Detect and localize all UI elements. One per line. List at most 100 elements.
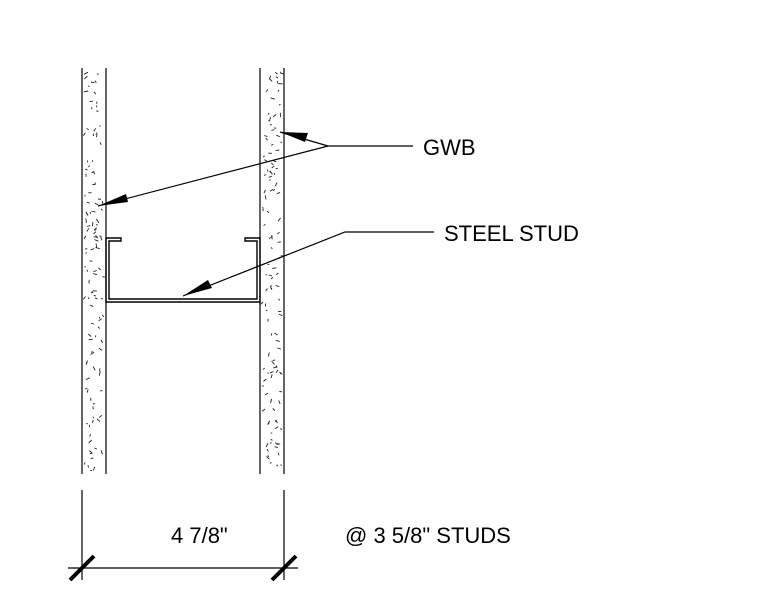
gwb-stipple-mark xyxy=(86,228,90,232)
steel-stud-arrow xyxy=(183,280,212,296)
gwb-stipple-mark xyxy=(272,188,276,192)
gwb-stipple-mark xyxy=(98,371,101,376)
gwb-stipple-mark xyxy=(90,81,95,84)
gwb-stipple-mark xyxy=(93,128,97,132)
gwb-stipple-mark xyxy=(101,200,104,204)
gwb-stipple-mark xyxy=(264,159,268,162)
gwb-stipple-mark xyxy=(91,160,94,162)
gwb-stipple-mark xyxy=(88,439,93,444)
gwb-stipple-mark xyxy=(271,162,274,166)
gwb-stipple-mark xyxy=(277,217,281,222)
gwb-stipple-mark xyxy=(94,202,99,206)
gwb-stipple-mark xyxy=(263,189,266,194)
steel-stud-profile xyxy=(105,237,261,303)
gwb-stipple-mark xyxy=(270,276,274,280)
gwb-stipple-mark xyxy=(271,165,275,169)
gwb-stipple-mark xyxy=(86,201,90,204)
gwb-stipple-mark xyxy=(86,128,89,131)
gwb-arrow-right xyxy=(280,132,308,142)
gwb-stipple-mark xyxy=(87,297,90,300)
gwb-stipple-mark xyxy=(264,195,267,200)
gwb-stipple-mark xyxy=(100,297,104,300)
gwb-stipple-mark xyxy=(267,422,270,426)
gwb-stipple-mark xyxy=(98,414,103,418)
gwb-stipple-mark xyxy=(96,418,101,422)
gwb-stipple-mark xyxy=(83,235,87,240)
gwb-stipple-right xyxy=(260,71,285,467)
gwb-stipple-mark xyxy=(275,272,279,276)
gwb-stipple-mark xyxy=(274,71,278,75)
gwb-stipple-mark xyxy=(268,352,270,357)
gwb-stipple-mark xyxy=(83,90,89,93)
gwb-stipple-mark xyxy=(100,208,103,211)
gwb-stipple-mark xyxy=(85,360,88,365)
gwb-stipple-mark xyxy=(92,402,95,405)
gwb-stipple-mark xyxy=(97,267,102,271)
gwb-stipple-mark xyxy=(265,288,268,292)
gwb-panel-left xyxy=(81,68,107,474)
gwb-stipple-mark xyxy=(98,318,102,322)
gwb-stipple-mark xyxy=(277,89,280,92)
gwb-stipple-mark xyxy=(272,359,276,362)
gwb-stipple-mark xyxy=(270,97,275,100)
gwb-stipple-mark xyxy=(93,294,97,297)
gwb-stipple-mark xyxy=(88,338,93,341)
gwb-stipple-mark xyxy=(270,438,273,441)
gwb-stipple-mark xyxy=(95,224,98,226)
gwb-stipple-mark xyxy=(275,369,279,373)
gwb-stipple-mark xyxy=(90,351,95,356)
gwb-stipple-mark xyxy=(269,462,272,464)
gwb-stipple-mark xyxy=(88,165,91,168)
gwb-stipple-mark xyxy=(266,448,269,452)
gwb-stipple-mark xyxy=(93,171,96,175)
gwb-stipple-mark xyxy=(275,340,280,342)
stud-spacing-note: @ 3 5/8" STUDS xyxy=(345,523,511,548)
gwb-stipple-mark xyxy=(90,457,94,460)
gwb-stipple-mark xyxy=(261,206,264,209)
gwb-stipple-mark xyxy=(263,378,267,382)
dimension-tick-left xyxy=(68,554,96,582)
gwb-stipple-mark xyxy=(276,134,280,138)
gwb-stipple-mark xyxy=(262,367,265,370)
gwb-stipple-mark xyxy=(92,366,96,371)
gwb-stipple-mark xyxy=(274,332,278,336)
gwb-stipple-mark xyxy=(275,149,280,152)
gwb-stipple-mark xyxy=(96,134,98,138)
gwb-stipple-mark xyxy=(265,392,269,396)
gwb-stipple-mark xyxy=(85,211,89,216)
gwb-stipple-mark xyxy=(274,426,279,430)
gwb-stipple-mark xyxy=(88,450,93,454)
gwb-stipple-mark xyxy=(91,171,94,174)
gwb-stipple-mark xyxy=(271,360,275,365)
gwb-stipple-mark xyxy=(278,313,283,317)
gwb-stipple-mark xyxy=(85,252,88,254)
gwb-stipple-mark xyxy=(277,232,280,235)
gwb-arrow-left xyxy=(98,194,128,206)
steel-stud-leader xyxy=(182,231,434,297)
gwb-stipple-mark xyxy=(88,333,92,337)
gwb-stipple-mark xyxy=(262,208,264,212)
gwb-stipple-mark xyxy=(276,464,279,467)
gwb-leader xyxy=(97,131,413,207)
gwb-stipple-mark xyxy=(272,267,277,269)
gwb-stipple-mark xyxy=(272,114,277,118)
gwb-stipple-mark xyxy=(91,419,94,423)
gwb-stipple-mark xyxy=(270,398,273,404)
gwb-stipple-mark xyxy=(269,170,272,173)
gwb-stipple-mark xyxy=(266,210,270,213)
gwb-stipple-mark xyxy=(269,371,274,374)
gwb-stipple-mark xyxy=(94,239,99,242)
gwb-stipple-mark xyxy=(97,326,100,329)
gwb-stipple-mark xyxy=(93,91,97,95)
gwb-stipple-mark xyxy=(270,247,273,250)
gwb-stipple-mark xyxy=(280,464,283,467)
gwb-stipple-mark xyxy=(265,89,269,92)
gwb-stipple-mark xyxy=(268,175,273,178)
gwb-stipple-mark xyxy=(280,141,283,144)
gwb-stipple-mark xyxy=(93,270,98,273)
gwb-stipple-mark xyxy=(279,373,283,375)
gwb-stipple-mark xyxy=(270,143,274,146)
gwb-stipple-mark xyxy=(278,103,281,106)
gwb-stipple-mark xyxy=(269,286,273,290)
